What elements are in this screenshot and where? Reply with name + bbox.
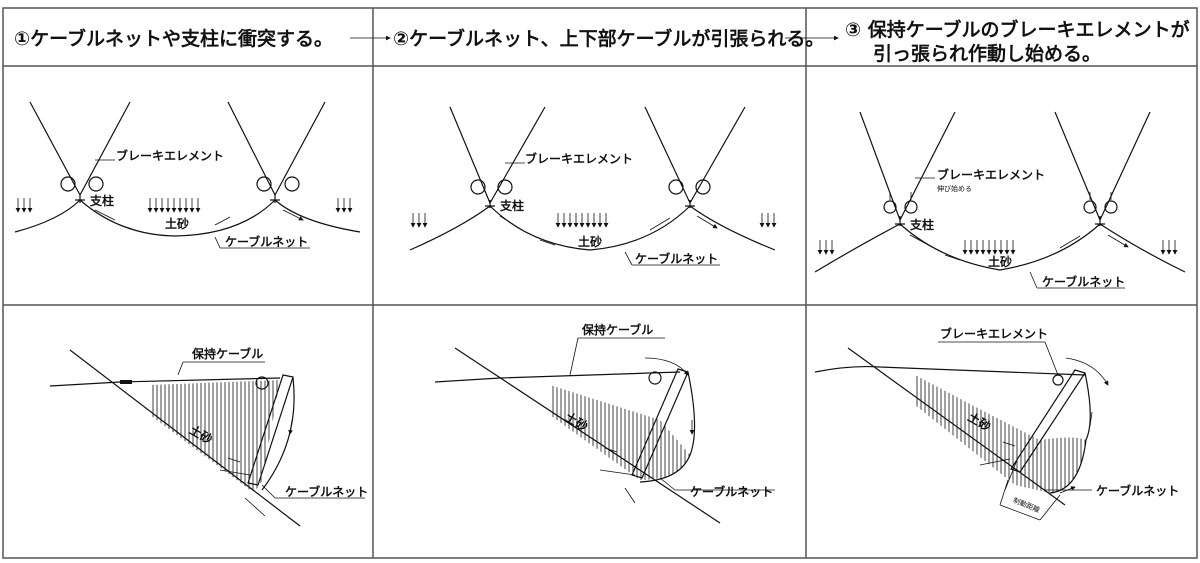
brake-element-icon [60, 176, 76, 192]
section-view-step3: 制動距離 [814, 341, 1109, 521]
plan-view-step3 [814, 111, 1186, 289]
label-cable-net: ケーブルネット [635, 251, 718, 266]
label-brake-element: ブレーキエレメント [525, 151, 633, 166]
label-brake-element: ブレーキエレメント [116, 148, 224, 163]
label-braking-distance: 制動距離 [1012, 496, 1041, 515]
label-cable-net: ケーブルネット [225, 234, 308, 249]
label-cable-net: ケーブルネット [285, 484, 368, 499]
label-post: 支柱 [909, 217, 934, 232]
label-brake-element: ブレーキエレメント [937, 167, 1045, 182]
section-view-step1 [49, 349, 365, 527]
label-cable-net: ケーブルネット [1042, 274, 1125, 289]
step1-title: ①ケーブルネットや支柱に衝突する。 [14, 27, 333, 50]
step3-title-line1: ③ 保持ケーブルのブレーキエレメントが [845, 18, 1190, 41]
label-cable-net: ケーブルネット [690, 484, 773, 499]
label-post: 支柱 [499, 198, 524, 213]
label-brake-element: ブレーキエレメント [940, 326, 1048, 341]
step2-title: ②ケーブルネット、上下部ケーブルが引張られる。 [393, 27, 824, 50]
plan-view-step1 [14, 101, 361, 249]
label-holding-cable: 保持ケーブル [191, 346, 263, 361]
label-soil: 土砂 [988, 254, 1012, 269]
label-soil: 土砂 [165, 216, 189, 231]
plan-view-step2 [409, 106, 776, 266]
label-starts-stretching: 伸び始める [937, 184, 972, 193]
table-frame [2, 7, 1198, 559]
label-post: 支柱 [89, 193, 114, 208]
label-holding-cable: 保持ケーブル [581, 322, 653, 337]
section-view-step2 [434, 337, 775, 524]
step3-title-line2: 引っ張られ作動し始める。 [873, 42, 1101, 65]
label-cable-net: ケーブルネット [1096, 483, 1179, 498]
label-soil: 土砂 [578, 234, 602, 249]
